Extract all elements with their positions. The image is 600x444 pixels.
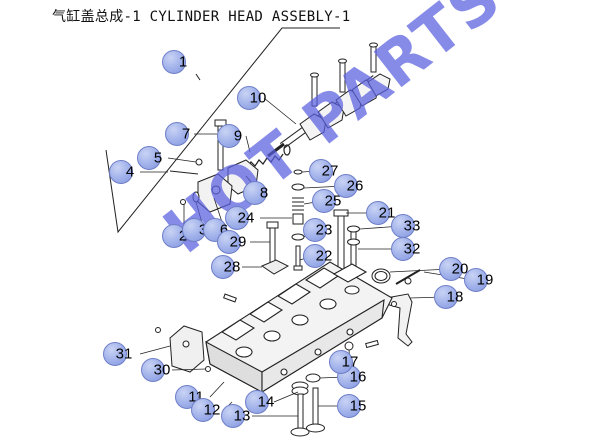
callout-marker-12 [191,398,215,422]
rear-cover-31 [155,325,205,373]
callout-number-17: 17 [341,353,359,371]
callout-marker-31 [103,342,127,366]
callout-number-1: 1 [178,53,188,71]
callout-marker-7 [165,122,189,146]
leader-1 [195,73,201,81]
callout-number-4: 4 [125,163,135,181]
callout-number-30: 30 [153,361,171,379]
callout-number-31: 31 [115,345,133,363]
callout-marker-30 [141,358,165,382]
callout-marker-3 [182,218,206,242]
callout-number-10: 10 [249,89,267,107]
callout-marker-23 [303,218,327,242]
callout-number-21: 21 [378,204,396,222]
callout-number-26: 26 [346,177,364,195]
callout-marker-33 [391,214,415,238]
bracket-18 [385,293,413,347]
callout-marker-24 [225,206,249,230]
callout-marker-6 [203,218,227,242]
cylinder-head-body [205,261,393,393]
callout-marker-25 [312,189,336,213]
callout-marker-8 [243,181,267,205]
assembly-bracket-line [105,27,340,234]
callout-marker-29 [217,230,241,254]
callout-number-28: 28 [223,258,241,276]
callout-marker-19 [464,268,488,292]
callout-marker-20 [439,257,463,281]
callout-marker-18 [434,285,458,309]
callout-number-8: 8 [259,184,269,202]
callout-number-19: 19 [476,271,494,289]
callout-marker-5 [137,146,161,170]
callout-marker-28 [211,255,235,279]
callout-number-18: 18 [446,288,464,306]
callout-number-27: 27 [321,162,339,180]
callout-marker-9 [217,124,241,148]
small-fasteners [169,158,203,205]
callout-marker-4 [109,160,133,184]
rocker-spring [246,144,291,169]
callout-marker-22 [303,244,327,268]
callout-number-16: 16 [349,368,367,386]
callout-number-7: 7 [181,125,191,143]
callout-number-12: 12 [203,401,221,419]
callout-marker-21 [366,201,390,225]
callout-marker-17 [329,350,353,374]
bolt-29 [260,221,290,275]
callout-number-29: 29 [229,233,247,251]
rocker-arms [299,73,391,141]
callout-number-32: 32 [403,240,421,258]
callout-number-23: 23 [315,221,333,239]
callout-number-9: 9 [233,127,243,145]
cap-and-sensor [371,268,421,285]
callout-marker-26 [334,174,358,198]
callout-marker-27 [309,159,333,183]
callout-marker-10 [237,86,261,110]
callout-number-25: 25 [324,192,342,210]
adjusting-screws [310,42,378,107]
diagram-title: 气缸盖总成-1 CYLINDER HEAD ASSEBLY-1 [52,9,351,25]
callout-number-5: 5 [153,149,163,167]
callout-marker-15 [337,394,361,418]
callout-number-22: 22 [315,247,333,265]
callout-number-15: 15 [349,397,367,415]
callout-marker-13 [221,404,245,428]
callout-number-14: 14 [257,393,275,411]
valve-stack [291,169,305,271]
callout-marker-1 [162,50,186,74]
callout-number-20: 20 [451,260,469,278]
callout-number-13: 13 [233,407,251,425]
callout-number-33: 33 [403,217,421,235]
callout-marker-14 [245,390,269,414]
small-parts-left [205,293,237,372]
callout-number-24: 24 [237,209,255,227]
rocker-support [197,159,259,213]
